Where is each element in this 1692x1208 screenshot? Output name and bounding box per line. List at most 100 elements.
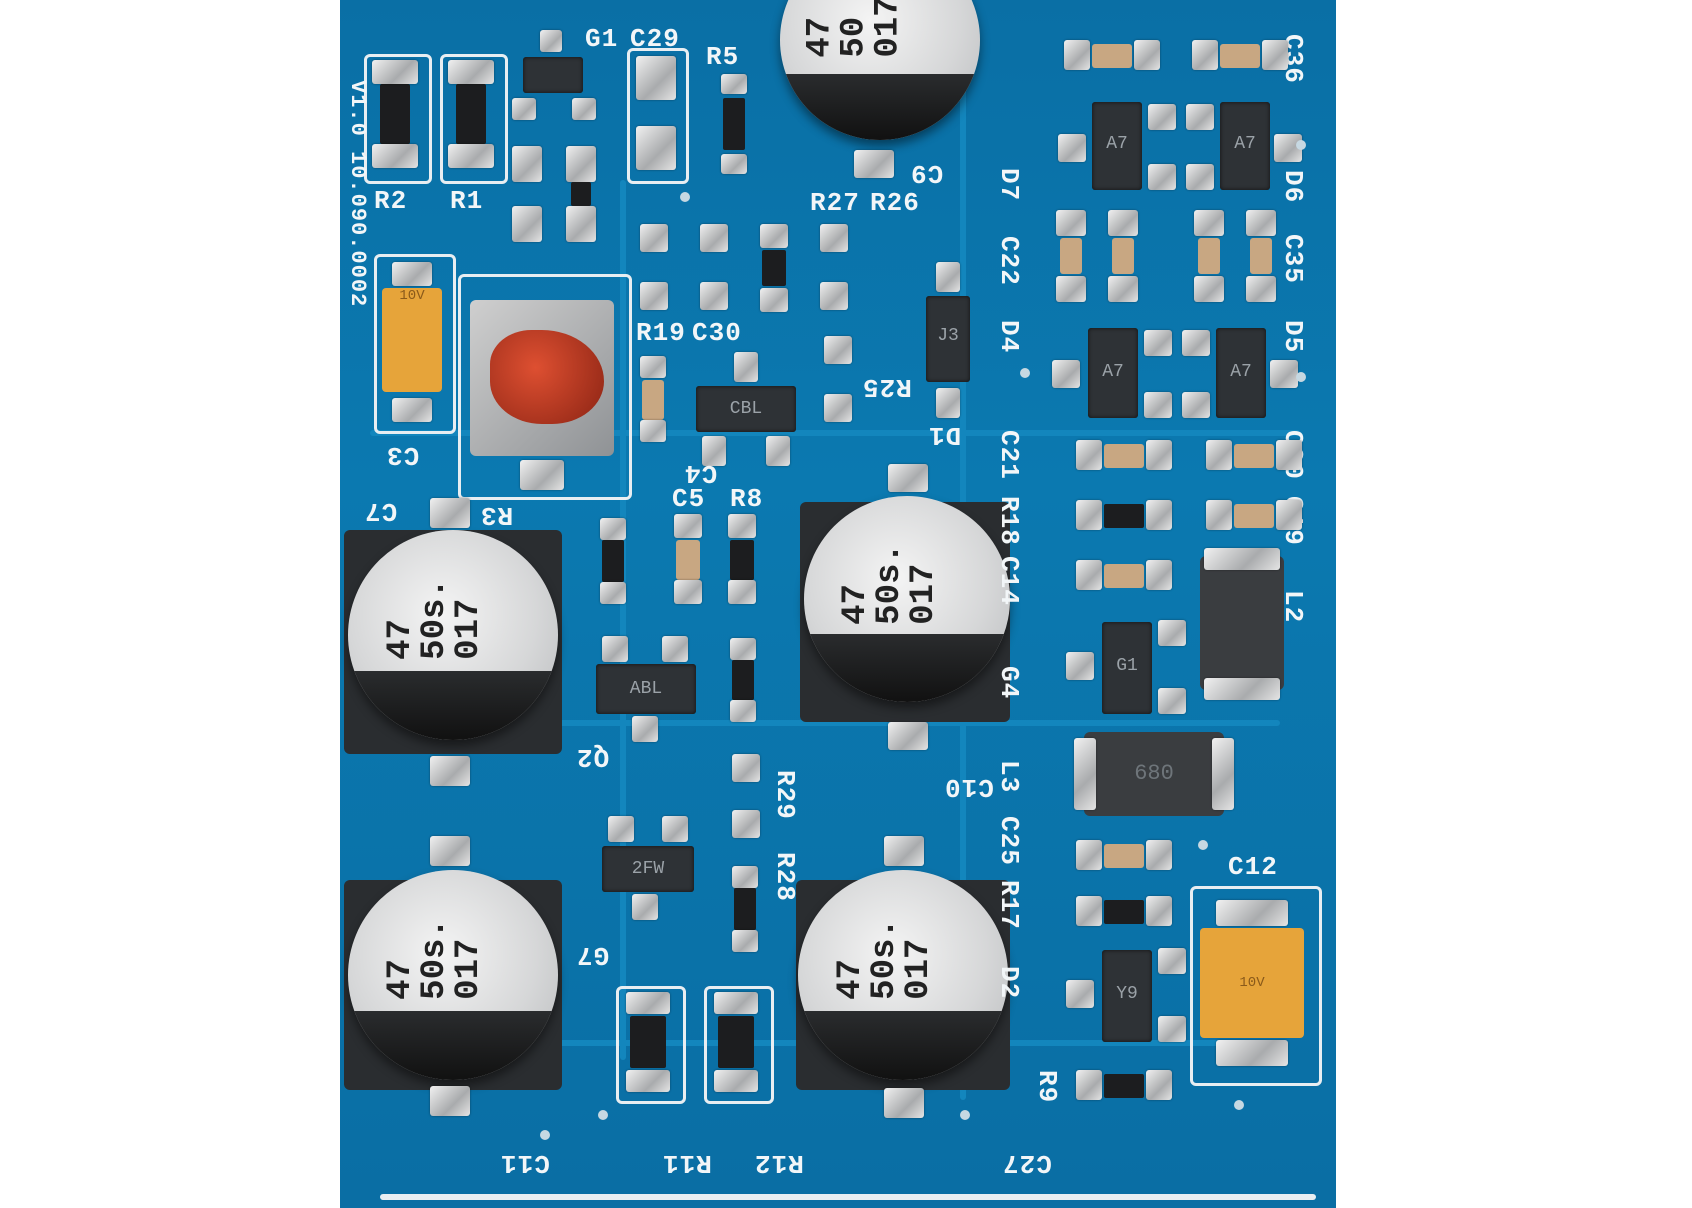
pad	[1076, 500, 1102, 530]
transistor-g7: 2FW	[602, 846, 694, 892]
tantalum-marking: 10V	[399, 288, 425, 304]
pad	[766, 436, 790, 466]
pad	[1246, 210, 1276, 236]
pad	[1182, 330, 1210, 356]
capacitor-marking: 47 50s. 017	[837, 543, 944, 625]
ceramic-cap-c21	[1104, 444, 1144, 468]
pad	[888, 722, 928, 750]
pad	[662, 636, 688, 662]
resistor-r12	[718, 1016, 754, 1068]
pad	[448, 60, 494, 84]
resistor-r1	[456, 84, 486, 144]
label-d5: D5	[1278, 320, 1308, 354]
label-g7: G7	[576, 940, 610, 970]
pad	[1270, 360, 1298, 388]
label-c3: C3	[386, 440, 420, 470]
pad	[1108, 210, 1138, 236]
pad	[732, 754, 760, 782]
pad	[1066, 980, 1094, 1008]
chip-marking: 2FW	[631, 859, 665, 879]
resistor-r8	[730, 540, 754, 580]
footprint-c29	[627, 48, 689, 184]
label-l3: L3	[994, 760, 1024, 794]
pad	[1186, 104, 1214, 130]
label-c21: C21	[994, 430, 1024, 480]
label-c25: C25	[994, 816, 1024, 866]
pad	[512, 146, 542, 182]
pad	[1158, 948, 1186, 974]
pad	[1204, 678, 1280, 700]
diode-d6: A7	[1220, 102, 1270, 190]
pad	[1204, 548, 1280, 570]
resistor	[602, 540, 624, 582]
label-r8: R8	[730, 484, 764, 514]
ceramic-cap-c5	[676, 540, 700, 580]
pad	[884, 836, 924, 866]
chip-marking: Y9	[1116, 984, 1138, 1004]
chip-marking: CBL	[729, 399, 763, 419]
pad	[640, 224, 668, 252]
pad	[1276, 500, 1302, 530]
capacitor-stripe	[348, 1010, 558, 1080]
pad	[632, 716, 658, 742]
pad	[820, 224, 848, 252]
ceramic-cap-c25	[1104, 844, 1144, 868]
chip-marking: J3	[937, 326, 959, 346]
pad	[700, 282, 728, 310]
label-r1: R1	[450, 186, 484, 216]
via	[1296, 140, 1306, 150]
label-d7: D7	[994, 168, 1024, 202]
pad	[1212, 738, 1234, 810]
pad	[1074, 738, 1096, 810]
pad	[632, 894, 658, 920]
transistor-g1	[523, 57, 583, 93]
via	[1234, 1100, 1244, 1110]
label-r3: R3	[480, 500, 514, 530]
capacitor-c27: 47 50s. 017	[798, 870, 1008, 1080]
diode-d7: A7	[1092, 102, 1142, 190]
label-c5: C5	[672, 484, 706, 514]
via	[1020, 368, 1030, 378]
pad	[392, 398, 432, 422]
footprint-r2	[364, 54, 432, 184]
pad	[854, 150, 894, 178]
pad	[640, 420, 666, 442]
label-c30: C30	[692, 318, 742, 348]
pad	[728, 580, 756, 604]
transistor-c4: CBL	[696, 386, 796, 432]
capacitor-marking: 47 50s. 017	[832, 917, 938, 1000]
via	[540, 1130, 550, 1140]
capacitor-stripe	[348, 670, 558, 740]
label-r18: R18	[994, 496, 1024, 546]
pad	[674, 580, 702, 604]
footprint-r11	[616, 986, 686, 1104]
pad	[1158, 620, 1186, 646]
chip-marking: A7	[1106, 134, 1128, 154]
label-d4: D4	[994, 320, 1024, 354]
pad	[512, 206, 542, 242]
pad	[1056, 276, 1086, 302]
pad	[1262, 40, 1288, 70]
pad	[1276, 440, 1302, 470]
inductor-l2	[1200, 556, 1284, 690]
ceramic-cap	[1112, 238, 1134, 274]
pad	[732, 930, 758, 952]
label-c35: C35	[1278, 234, 1308, 284]
pad	[602, 636, 628, 662]
pad	[702, 436, 726, 466]
resistor-r11	[630, 1016, 666, 1068]
label-c14: C14	[994, 556, 1024, 606]
pad	[1144, 392, 1172, 418]
diode-d5: A7	[1216, 328, 1266, 418]
label-r11: R11	[662, 1148, 712, 1178]
pad	[721, 74, 747, 94]
label-q2: Q2	[576, 742, 610, 772]
transistor-q2: ABL	[596, 664, 696, 714]
pad	[540, 30, 562, 52]
label-r26: R26	[870, 188, 920, 218]
pad	[572, 98, 596, 120]
pad	[728, 514, 756, 538]
pad	[1216, 1040, 1288, 1066]
capacitor-c7: 47 50s. 017	[348, 530, 558, 740]
resistor	[732, 660, 754, 700]
